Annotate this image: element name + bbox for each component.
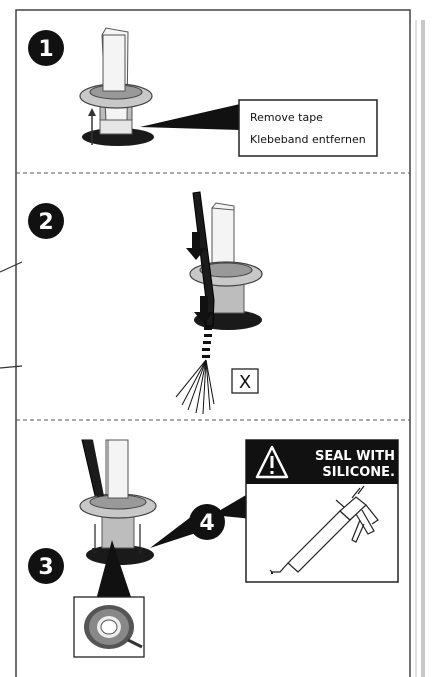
silicone-panel: SEAL WITH SILICONE. xyxy=(245,439,399,583)
step-1-arrow-head xyxy=(88,108,96,116)
step-3-arrow-right-head xyxy=(137,548,143,555)
step-2-number: 2 xyxy=(38,210,53,235)
step-3-tape-pointer xyxy=(96,540,132,600)
warning-line1: SEAL WITH xyxy=(315,449,395,464)
step-3-arrows xyxy=(94,524,141,552)
step-2-arrow-bottom xyxy=(194,296,214,324)
warning-triangle-icon xyxy=(255,445,289,479)
left-bracket-bottom xyxy=(0,365,23,369)
step-1-callout-box xyxy=(238,99,378,157)
step-2-wires xyxy=(175,359,215,415)
step-2-x-mark: X xyxy=(239,372,251,393)
step-1: 1 Remove tape Klebeband entfernen xyxy=(28,27,378,157)
step-4-number: 4 xyxy=(199,511,214,536)
step-3-black-cable-upper xyxy=(84,440,104,497)
step-3-white-cable-upper xyxy=(107,439,129,499)
step-2-white-cable xyxy=(211,207,235,269)
step-3: 3 xyxy=(28,439,157,658)
step-4-badge xyxy=(189,504,225,540)
step-2-cable-stripes xyxy=(202,327,212,358)
step-2: 2 xyxy=(28,191,263,415)
step-1-number: 1 xyxy=(38,37,53,62)
step-1-tape xyxy=(99,119,133,135)
step-3-hole xyxy=(86,545,154,565)
step-1-callout-line2: Klebeband entfernen xyxy=(250,133,366,146)
step-3-badge xyxy=(28,548,64,584)
step-2-flange-inner xyxy=(199,262,253,278)
step-3-arrow-left-head xyxy=(92,548,98,555)
step-2-gland-body xyxy=(211,282,245,314)
step-2-white-cable-top xyxy=(211,202,235,211)
step-1-callout-pointer xyxy=(140,104,240,130)
caulk-gun-icon xyxy=(269,485,379,574)
tape-roll-icon xyxy=(84,605,143,649)
step-1-badge xyxy=(28,30,64,66)
step-1-cable-upper xyxy=(102,34,126,92)
step-3-number: 3 xyxy=(38,555,53,580)
left-bracket-top xyxy=(0,261,23,273)
step-2-badge xyxy=(28,203,64,239)
step-2-arrow-top xyxy=(186,232,206,260)
step-3-gland-body xyxy=(101,515,135,549)
step-2-x-box xyxy=(231,368,259,394)
step-1-callout-line1: Remove tape xyxy=(250,111,323,124)
warning-line2: SILICONE. xyxy=(322,465,395,480)
